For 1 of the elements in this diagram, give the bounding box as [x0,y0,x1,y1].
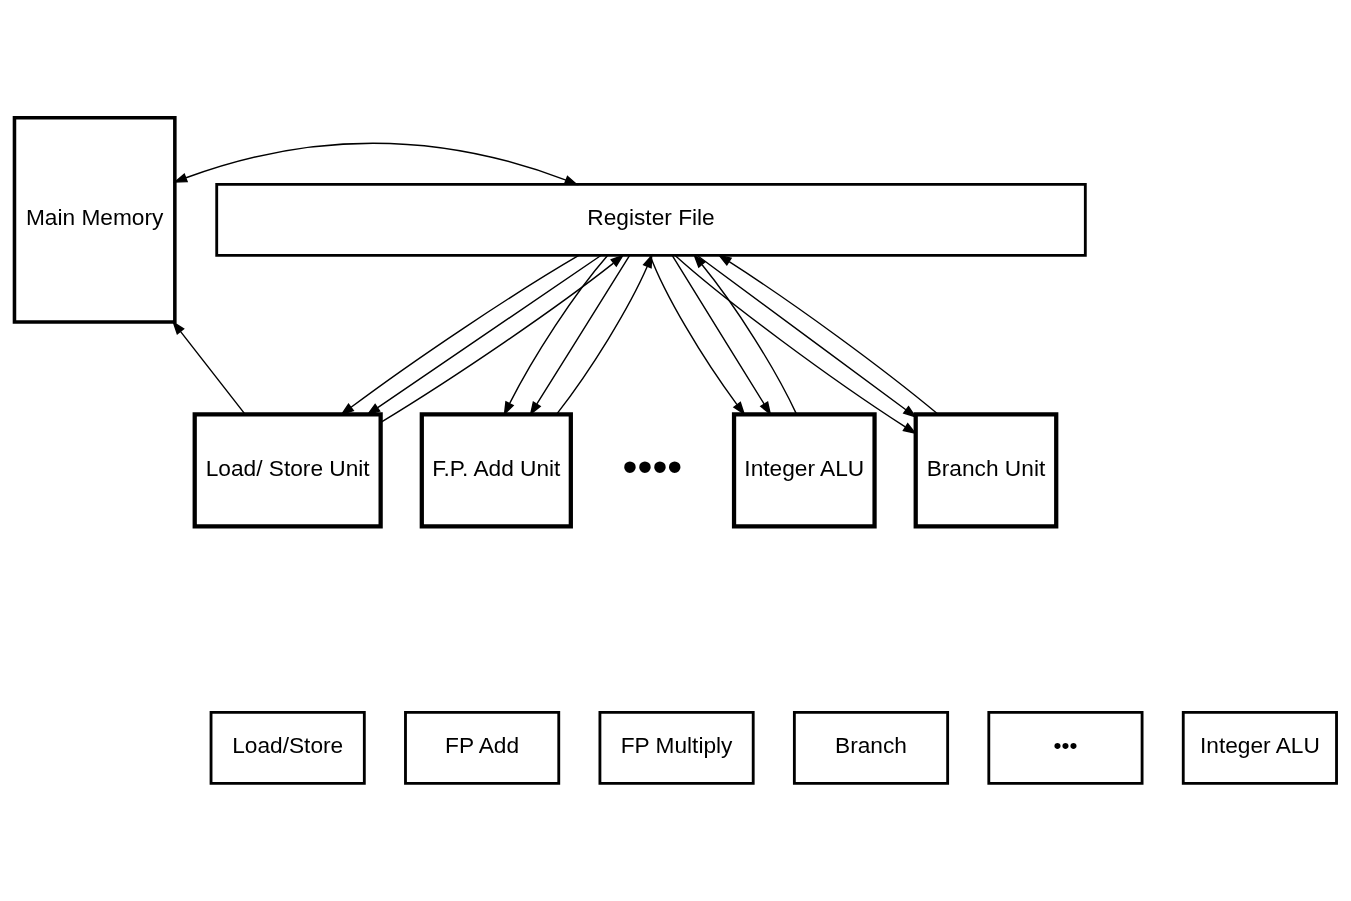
label: •••• [622,442,683,491]
